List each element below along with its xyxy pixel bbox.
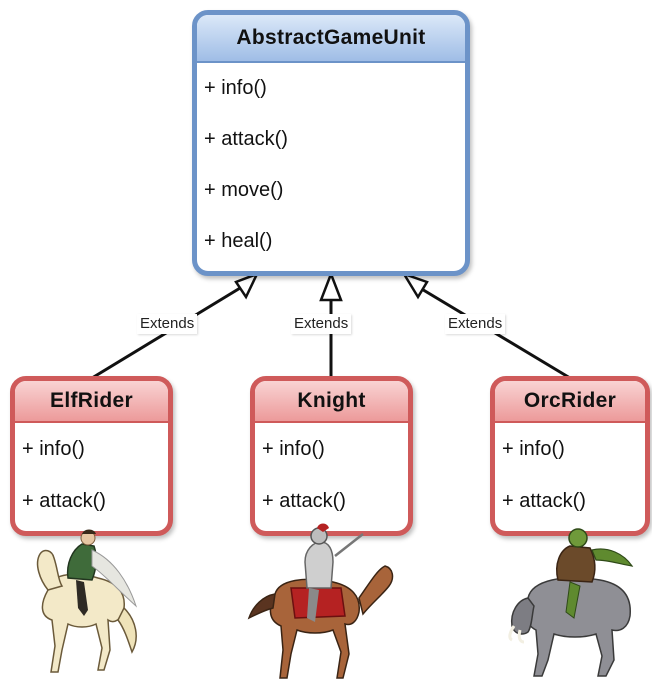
method-info: + info() — [204, 77, 267, 99]
knight-arrowhead-icon — [319, 270, 343, 302]
class-name: Knight — [255, 381, 408, 423]
class-name: OrcRider — [495, 381, 645, 423]
method-move: + move() — [204, 179, 284, 201]
method-attack: + attack() — [502, 490, 586, 512]
class-knight: Knight + info() + attack() — [250, 376, 413, 536]
method-attack: + attack() — [204, 128, 288, 150]
method-info: + info() — [22, 438, 85, 460]
class-elf-rider: ElfRider + info() + attack() — [10, 376, 173, 536]
method-heal: + heal() — [204, 230, 273, 252]
class-name: ElfRider — [15, 381, 168, 423]
class-abstract-game-unit: AbstractGameUnit + info() + attack() + m… — [192, 10, 470, 276]
method-info: + info() — [262, 438, 325, 460]
extends-label-knight: Extends — [291, 314, 352, 334]
class-name: AbstractGameUnit — [197, 15, 465, 63]
orc-arrowhead-icon — [401, 271, 429, 300]
method-info: + info() — [502, 438, 565, 460]
orc-rider-icon — [508, 528, 634, 677]
elf-arrowhead-icon — [234, 271, 260, 300]
method-attack: + attack() — [262, 490, 346, 512]
class-orc-rider: OrcRider + info() + attack() — [490, 376, 650, 536]
knight-icon — [247, 523, 394, 679]
elf-rider-icon — [36, 529, 138, 673]
method-attack: + attack() — [22, 490, 106, 512]
extends-label-orc: Extends — [445, 314, 506, 334]
extends-label-elf: Extends — [137, 314, 198, 334]
